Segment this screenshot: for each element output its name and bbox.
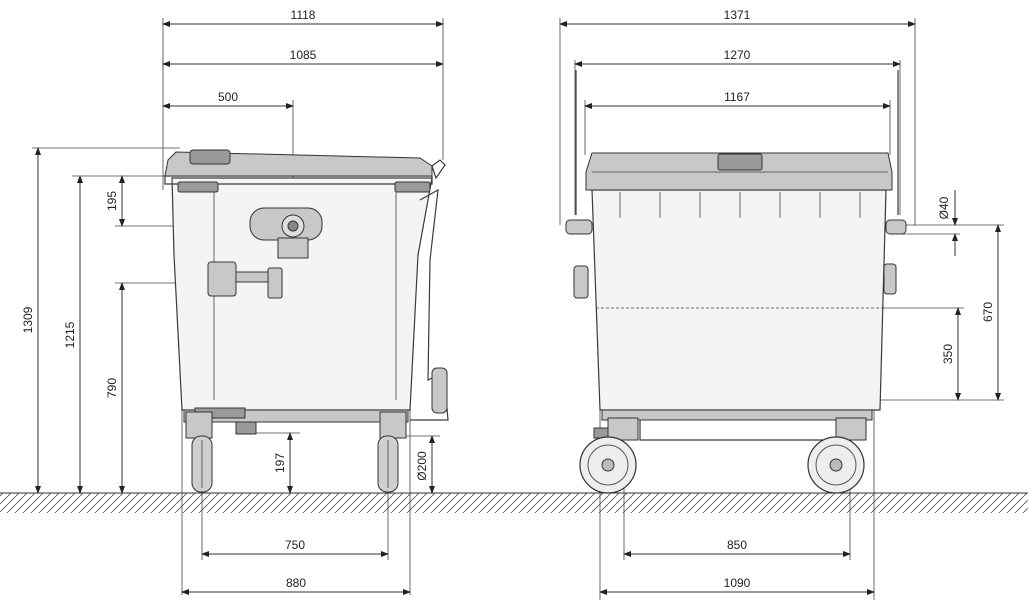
side-bin-body [164, 149, 449, 421]
front-wheel-left [579, 436, 637, 494]
ground [0, 492, 1028, 513]
dim-850: 850 [727, 538, 747, 552]
dim-750: 750 [285, 538, 305, 552]
side-wheel-rear [191, 435, 213, 493]
dim-195: 195 [105, 191, 119, 211]
dim-790: 790 [105, 378, 119, 398]
side-wheel-front [377, 435, 399, 493]
side-dimension-lines [35, 21, 444, 595]
front-wheel-right [807, 436, 865, 494]
dim-diameter-200: Ø200 [415, 451, 429, 481]
side-pivot [249, 207, 323, 259]
dim-670: 670 [981, 302, 995, 322]
dim-1118: 1118 [291, 8, 316, 22]
dim-500: 500 [218, 90, 238, 104]
dim-1085: 1085 [290, 48, 317, 62]
front-ribs [619, 192, 861, 218]
dim-350: 350 [941, 344, 955, 364]
side-base [183, 407, 409, 439]
front-view: 1371 1270 1167 Ø40 670 350 850 1090 [559, 8, 1004, 600]
dim-1090: 1090 [724, 576, 751, 590]
dim-1309: 1309 [21, 306, 35, 333]
dim-1270: 1270 [724, 48, 751, 62]
front-bin-body [565, 70, 907, 411]
dim-880: 880 [286, 576, 306, 590]
front-base [593, 409, 873, 441]
dim-197: 197 [273, 453, 287, 473]
front-dimension-lines [559, 21, 1001, 595]
dim-1215: 1215 [63, 321, 77, 348]
dim-diameter-40: Ø40 [937, 196, 951, 219]
dim-1167: 1167 [724, 90, 750, 104]
side-view: 1118 1085 500 1309 1215 790 195 197 Ø200… [21, 8, 449, 595]
side-handle [207, 261, 283, 299]
dim-1371: 1371 [724, 8, 751, 22]
